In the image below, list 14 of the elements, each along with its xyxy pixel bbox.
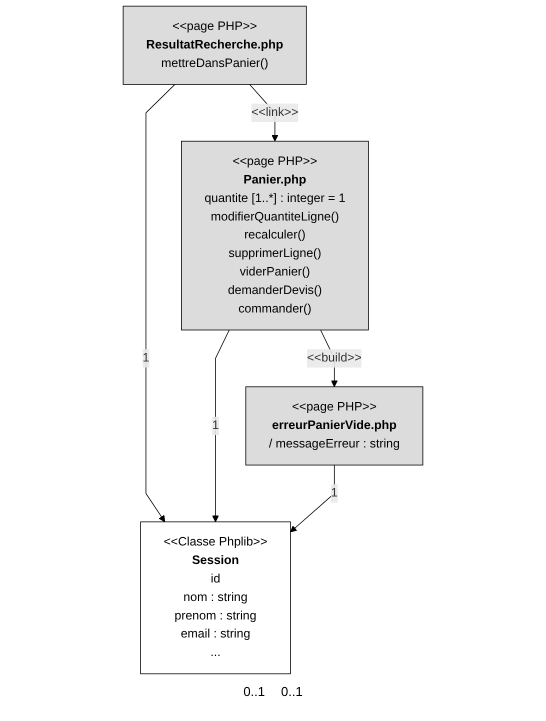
multiplicity-label: 0..1 bbox=[243, 684, 265, 699]
edge-label: 1 bbox=[142, 351, 150, 365]
edge-label: 1 bbox=[330, 486, 338, 500]
node-box: <<page PHP>> ResultatRecherche.php mettreDansPanier() bbox=[122, 6, 307, 85]
arrow bbox=[290, 464, 335, 532]
arrow bbox=[212, 330, 230, 522]
edge-label: <<link>> bbox=[251, 106, 298, 119]
edge-label: <<build>> bbox=[307, 351, 362, 365]
edge-label: 1 bbox=[212, 419, 219, 432]
node-box: <<Classe Phplib>> Session id nom : string prenom : string email : string ... bbox=[140, 521, 291, 674]
node-box: <<page PHP>> Panier.php quantite [1..*] : integer = 1 modifierQuantiteLigne() recalculer() supprimerLigne() viderPanier() demanderDevis() commander() bbox=[181, 140, 369, 330]
node-box: <<page PHP>> erreurPanierVide.php / messageErreur : string bbox=[245, 386, 424, 466]
arrow bbox=[146, 84, 176, 522]
multiplicity-label: 0..1 bbox=[281, 684, 303, 699]
